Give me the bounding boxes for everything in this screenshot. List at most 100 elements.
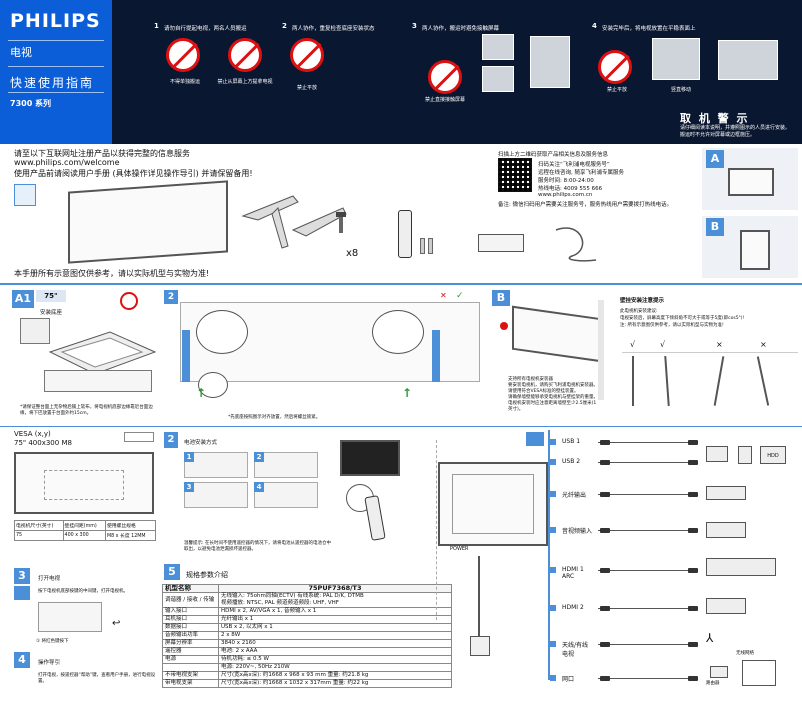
cable	[598, 442, 696, 443]
battery-heading: 电池安装方式	[184, 440, 218, 446]
cross-icon: ✕	[440, 291, 447, 300]
stand-leg-blue	[182, 330, 190, 382]
step-5-badge: 5	[164, 564, 180, 580]
service-web[interactable]: www.philips.com.cn	[538, 192, 593, 198]
guide-text: 打开电视，按遥控器“帮助”键，查看用户手册，进行电视设置。	[38, 673, 156, 684]
specs-label: 不带电视支架	[162, 671, 219, 680]
usb-drive-icon	[738, 446, 752, 464]
port-label: 网口	[562, 676, 575, 683]
vesa-model: 75" 400x300 M8	[14, 439, 72, 447]
power-outlet-icon	[470, 636, 490, 656]
port-strip	[548, 430, 550, 680]
step-2-badge: 2	[164, 290, 178, 304]
specs-value: 电池: 2 x AAA	[218, 647, 452, 656]
port-label: HDMI 1 ARC	[562, 566, 584, 580]
port-label: 天线/有线电视	[562, 642, 589, 658]
specs-label: 屏幕分辨率	[162, 639, 219, 648]
cable-plug	[600, 460, 610, 465]
cable	[598, 530, 696, 531]
box-open-icon	[20, 318, 50, 344]
specs-row: 电源待机功耗: ≤ 0.5 W	[162, 655, 452, 664]
tv-rear-vesa-illustration	[14, 452, 154, 514]
home-theater-icon	[706, 558, 776, 576]
soundbar-icon	[706, 486, 746, 500]
divider	[0, 283, 802, 285]
tv-rear-ports-illustration	[438, 462, 548, 546]
specs-label: 耳机接口	[162, 615, 219, 624]
specs-value: 待机功耗: ≤ 0.5 W	[218, 655, 452, 664]
power-icon	[14, 586, 30, 600]
power-cord	[478, 556, 480, 636]
remote-control-icon	[398, 210, 412, 258]
screw-icon	[336, 212, 346, 233]
prohibited-icon	[120, 292, 138, 310]
alert-icon	[500, 322, 508, 330]
mount-angle-diagram	[622, 352, 798, 410]
specs-label: 调谐器 / 接收 / 传输	[162, 592, 219, 608]
specs-label: 音频输出功率	[162, 631, 219, 640]
port-indicator	[550, 491, 556, 497]
table-placement-photo	[718, 40, 778, 80]
philips-logo: PHILIPS	[10, 10, 101, 32]
battery-step-image	[184, 482, 248, 508]
mount-diagram-line	[632, 356, 634, 406]
port-label: 音视频输入	[562, 528, 593, 535]
specs-model-label: 机型名称	[162, 584, 219, 593]
service-text: 远程在线咨询, 随享飞利浦专属服务	[538, 170, 624, 176]
two-person-lift-photo	[482, 34, 514, 60]
wallmount-title: 壁挂安装注意提示	[620, 298, 665, 304]
warning-label: 不得单独搬运	[169, 79, 200, 85]
register-url[interactable]: www.philips.com/welcome	[14, 158, 120, 167]
specs-label: 数据接口	[162, 623, 219, 632]
specs-row: 遥控器电池: 2 x AAA	[162, 647, 452, 656]
specs-row: 不带电视支架尺寸(宽x高x深): 约1668 x 968 x 93 mm 重量:…	[162, 671, 452, 680]
cable-plug	[688, 528, 698, 533]
battery-step-num: 2	[254, 452, 264, 462]
cable-plug	[600, 676, 610, 681]
cable-plug	[600, 492, 610, 497]
tv-on-table-illustration	[48, 331, 157, 375]
warning-label: 禁止平放	[296, 85, 317, 91]
battery-icon	[428, 238, 433, 254]
warning-step-text: 安装完毕后，将电视放置在平稳表面上	[602, 26, 696, 32]
option-b-badge: B	[706, 218, 724, 236]
warning-step-num: 1	[154, 22, 159, 30]
cable	[598, 494, 696, 495]
stand-feet-illustration	[241, 195, 347, 249]
cable-plug	[600, 642, 610, 647]
step-4-badge: 4	[14, 652, 30, 668]
carry-upright-photo	[652, 38, 700, 80]
warning-heading: 取 机 警 示	[680, 112, 750, 125]
product-title: 电视	[10, 46, 32, 59]
section-a1-badge: A1	[12, 290, 34, 308]
screwdriver-detail	[198, 372, 228, 398]
guide-title: 快速使用指南	[10, 76, 95, 90]
correct-mark: √	[630, 340, 636, 349]
specs-label	[162, 663, 219, 672]
warning-step-num: 2	[282, 22, 287, 30]
vesa-header: 壁挂间距(mm)	[62, 520, 106, 531]
power-button-illustration	[38, 602, 102, 632]
arrow-up-icon: ↑	[402, 386, 413, 400]
package-box-icon	[14, 184, 36, 206]
cable-plug	[600, 440, 610, 445]
specs-row: 带电视支架尺寸(宽x高x深): 约1668 x 1032 x 317mm 重量:…	[162, 679, 452, 688]
vesa-cell: M8 x 长度 12MM	[104, 530, 157, 541]
zoom-detail-circle	[372, 310, 424, 354]
specs-row: 耳机接口光纤输出 x 1	[162, 615, 452, 624]
cable	[598, 644, 696, 645]
two-person-lift-photo	[530, 36, 570, 88]
prohibited-icon	[228, 38, 262, 72]
cable-plug	[600, 568, 610, 573]
step-3-badge: 3	[14, 568, 30, 584]
prohibited-icon	[598, 50, 632, 84]
vesa-title: VESA (x,y)	[14, 430, 51, 438]
remote-control-icon	[364, 495, 386, 541]
prohibited-icon	[428, 60, 462, 94]
size-label: 75"	[36, 290, 66, 302]
divider	[8, 40, 104, 41]
service-hours: 服务时间: 8:00-24:00	[538, 178, 594, 184]
specs-value: 无线输入: 75ohm同轴(ECTV) 有线系统: PAL D/K, DTMB …	[218, 592, 452, 608]
